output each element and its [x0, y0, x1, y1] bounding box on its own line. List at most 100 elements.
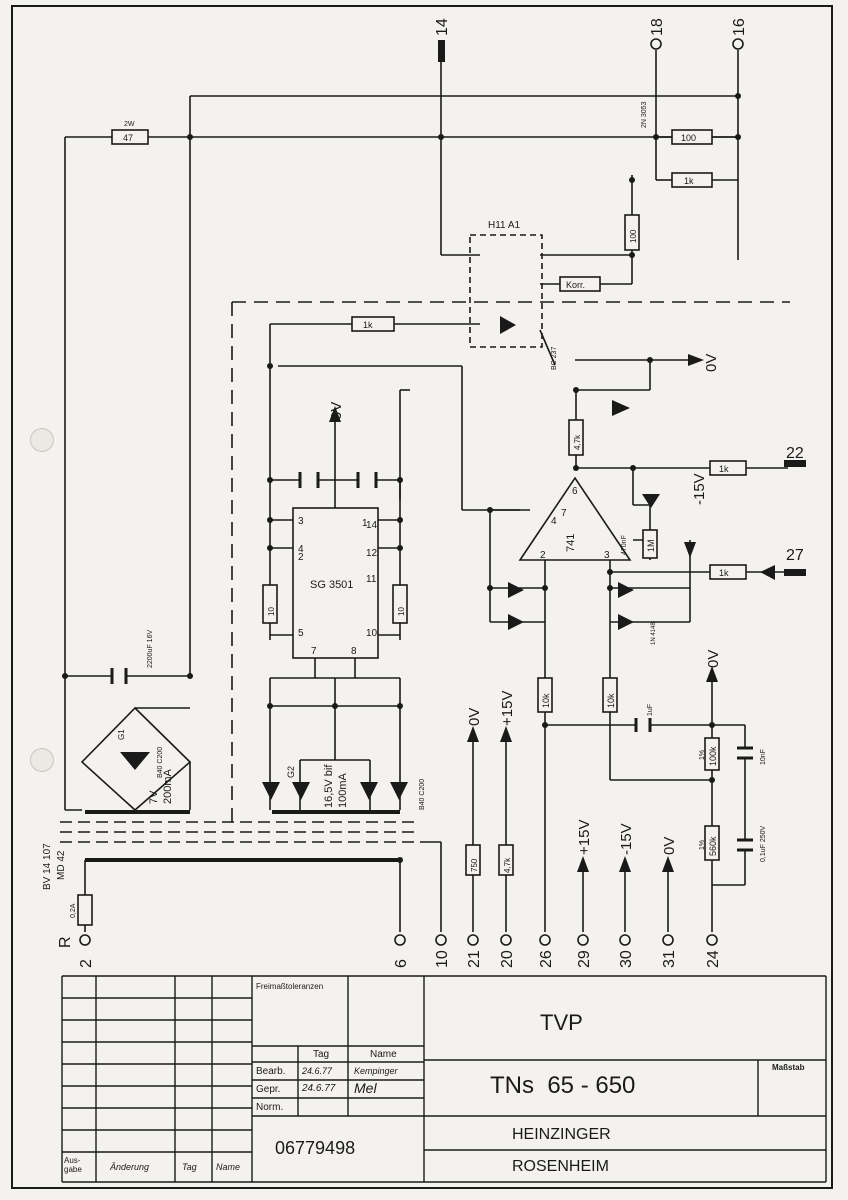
col-name-bottom: Name: [216, 1162, 241, 1172]
ic-741: 741: [565, 534, 577, 552]
resistor-4k7: 4,7k: [573, 434, 582, 450]
sg3501-pin-12: 12: [366, 548, 378, 559]
sg3501-pin-4: 4: [298, 544, 304, 555]
capacitor-1uf: 1uF: [647, 704, 654, 716]
resistor-47-power: 2W: [124, 121, 135, 128]
bridge-g1: G1: [117, 729, 126, 740]
sg3501-pin-14: 14: [366, 520, 378, 531]
winding-b-voltage: 16,5V bif: [323, 764, 335, 808]
gepr-name: Mel: [354, 1080, 377, 1096]
winding-a-voltage: 7V: [148, 790, 160, 804]
resistor-4k7-b: 4,7k: [503, 857, 512, 873]
ic-sg3501: SG 3501: [310, 579, 353, 591]
col-ausgabe: Aus-gabe: [64, 1156, 82, 1174]
rail-0v-sg: 0V: [328, 402, 345, 420]
sg3501-pin-7: 7: [311, 646, 317, 657]
capacitor-0u1: 0,1uF 250V: [760, 825, 767, 862]
winding-a-current: 200mA: [162, 768, 174, 804]
col-name: Name: [370, 1049, 397, 1060]
connector-24: 24: [705, 950, 722, 968]
tolerance-100k: 1%: [699, 750, 706, 760]
rail-minus15-op: -15V: [691, 473, 708, 505]
rail-0v-right: 0V: [703, 354, 720, 372]
massstab-label: Maßstab: [772, 1063, 805, 1072]
resistor-1k-27: 1k: [719, 568, 729, 578]
connector-22: 22: [786, 445, 804, 462]
resistor-1k-22: 1k: [719, 464, 729, 474]
rail-plus15-29: +15V: [576, 820, 593, 855]
op741-pin-7: 7: [561, 508, 567, 519]
diode-1n4148: 1N 4148: [651, 622, 657, 645]
transistor-2n3053: 2N 3053: [641, 101, 648, 128]
op741-pin-4: 4: [551, 516, 557, 527]
drawing-frame: [11, 5, 833, 1189]
bearb-date: 24.6.77: [302, 1066, 333, 1076]
resistor-100-b: 100: [629, 229, 638, 243]
resistor-10-b: 10: [397, 607, 406, 616]
gepr-date: 24.6.77: [302, 1083, 336, 1094]
capacitor-470nf: 470nF: [621, 535, 628, 555]
sg3501-pin-3: 3: [298, 516, 304, 527]
punch-hole-top: [30, 428, 54, 452]
row-norm: Norm.: [256, 1102, 284, 1113]
rail-minus15-30: -15V: [618, 823, 635, 855]
connector-6: 6: [393, 959, 410, 968]
col-tag-bottom: Tag: [182, 1162, 197, 1172]
bridge-g1-type: B40 C200: [157, 747, 164, 778]
winding-b-current: 100mA: [337, 772, 349, 808]
connector-14: 14: [434, 18, 451, 36]
connector-29: 29: [576, 950, 593, 968]
connector-16: 16: [731, 18, 748, 36]
resistor-10k-b: 10k: [606, 693, 616, 708]
capacitor-2200uf: 2200uF 16V: [147, 630, 154, 668]
capacitor-10nf: 10nF: [760, 749, 767, 765]
resistor-560k: 560k: [708, 836, 718, 856]
resistor-10k-a: 10k: [541, 693, 551, 708]
resistor-750: 750: [470, 858, 479, 872]
connector-2: 2: [78, 959, 95, 968]
connector-10: 10: [434, 950, 451, 968]
capacitor-1m: 1M: [646, 539, 656, 552]
op741-pin-2: 2: [540, 550, 546, 561]
connector-30: 30: [618, 950, 635, 968]
company-name: HEINZINGER: [512, 1126, 611, 1143]
connector-26: 26: [538, 950, 555, 968]
resistor-100k: 100k: [708, 746, 718, 766]
connector-31: 31: [661, 950, 678, 968]
connector-r-label: R: [57, 936, 74, 948]
transformer-type-1: BV 14 107: [42, 843, 53, 890]
bridge-g2: G2: [286, 766, 296, 778]
op741-pin-6: 6: [572, 486, 578, 497]
resistor-1k-top: 1k: [684, 176, 694, 186]
company-city: ROSENHEIM: [512, 1158, 609, 1175]
connector-27: 27: [786, 547, 804, 564]
bridge-g2-type: B40 C200: [419, 779, 426, 810]
drawing-number: 06779498: [275, 1138, 356, 1158]
resistor-korr: Korr.: [566, 280, 585, 290]
op741-pin-3: 3: [604, 550, 610, 561]
tolerances-label: Freimaßtoleranzen: [256, 982, 324, 991]
resistor-100: 100: [681, 133, 696, 143]
connector-18: 18: [649, 18, 666, 36]
connector-21: 21: [466, 950, 483, 968]
punch-hole-bottom: [30, 748, 54, 772]
resistor-1k-feedback: 1k: [363, 320, 373, 330]
project-title: TVP: [540, 1010, 583, 1035]
row-bearb: Bearb.: [256, 1066, 286, 1077]
rail-0v-21: 0V: [466, 708, 483, 726]
connector-20: 20: [499, 950, 516, 968]
rail-plus15-20: +15V: [499, 691, 516, 726]
col-aenderung: Änderung: [110, 1162, 150, 1172]
rail-0v-ref: 0V: [705, 650, 722, 668]
tolerance-560k: 1%: [699, 840, 706, 850]
sg3501-pin-2: 2: [298, 552, 304, 563]
optocoupler-h11a1: H11 A1: [488, 220, 520, 231]
col-tag: Tag: [313, 1049, 330, 1060]
transformer-type-2: MD 42: [56, 850, 67, 880]
sg3501-pin-8: 8: [351, 646, 357, 657]
resistor-47: 47: [123, 133, 133, 143]
row-gepr: Gepr.: [256, 1084, 281, 1095]
sg3501-pin-1: 1: [362, 518, 368, 529]
rail-0v-31: 0V: [661, 837, 678, 855]
